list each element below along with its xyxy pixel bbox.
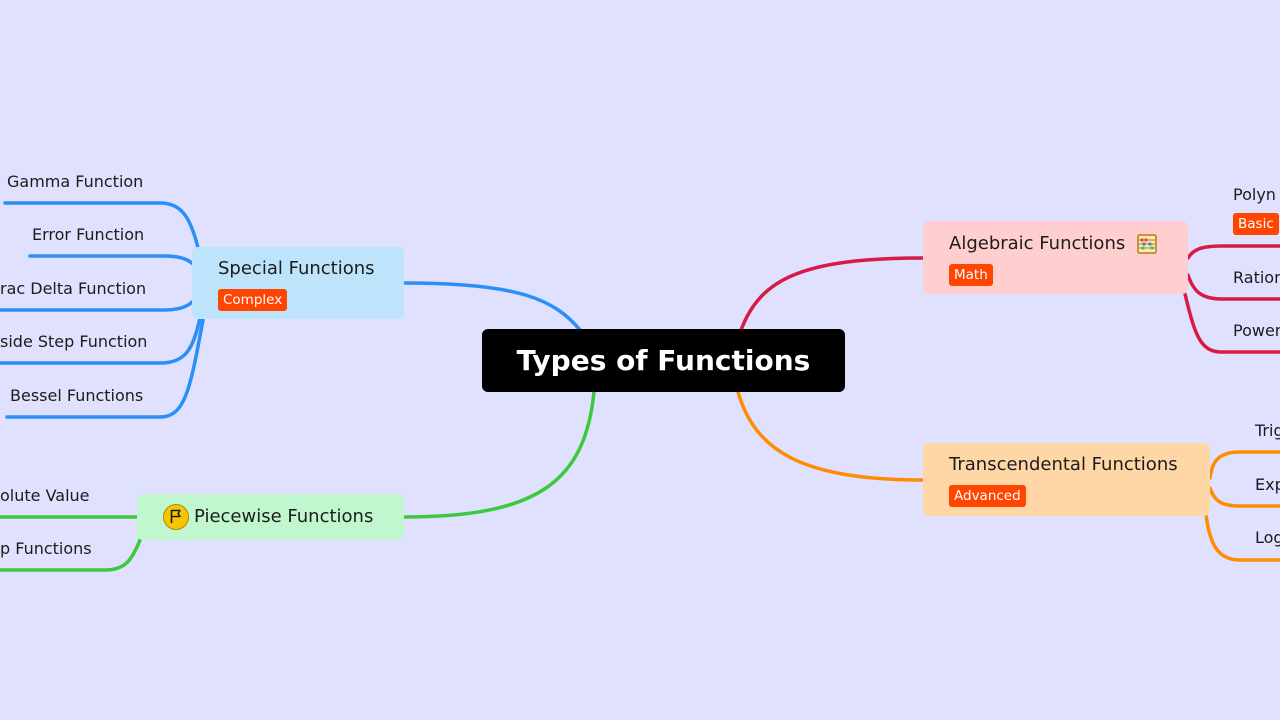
root-label: Types of Functions [516, 344, 811, 377]
link-root-algebraic [739, 256, 925, 332]
node-piecewise-functions[interactable]: Piecewise Functions [137, 494, 404, 540]
link-root-piecewise [403, 390, 596, 519]
tag-advanced: Advanced [949, 485, 1026, 507]
leaf-polynomial[interactable]: Polyn [1233, 185, 1276, 204]
node-transcendental-label: Transcendental Functions [949, 454, 1178, 475]
link-special-error [28, 254, 200, 272]
leaf-power[interactable]: Power [1233, 321, 1280, 340]
node-special-label: Special Functions [218, 258, 375, 279]
leaf-dirac-delta-function[interactable]: rac Delta Function [0, 279, 147, 298]
leaf-bessel-functions[interactable]: Bessel Functions [10, 386, 144, 405]
leaf-step-functions[interactable]: p Functions [0, 539, 92, 558]
leaf-error-function[interactable]: Error Function [32, 225, 145, 244]
link-root-transcendental [736, 390, 925, 482]
tag-complex: Complex [218, 289, 288, 311]
flag-icon [163, 504, 189, 530]
leaf-heaviside-step-function[interactable]: side Step Function [0, 332, 148, 351]
node-algebraic-functions[interactable]: Algebraic Functions Math [923, 221, 1188, 294]
leaf-absolute-value[interactable]: olute Value [0, 486, 90, 505]
leaf-exponential[interactable]: Exp [1255, 475, 1280, 494]
node-algebraic-label: Algebraic Functions [949, 233, 1126, 254]
leaf-gamma-function[interactable]: Gamma Function [7, 172, 144, 191]
leaf-logarithmic[interactable]: Log [1255, 528, 1280, 547]
link-algebraic-polynomial [1186, 244, 1280, 260]
link-root-special [403, 281, 582, 332]
leaf-trigonometric[interactable]: Trig [1255, 421, 1280, 440]
node-transcendental-functions[interactable]: Transcendental Functions Advanced [923, 443, 1210, 516]
leaf-rational[interactable]: Ration [1233, 268, 1280, 287]
root-node[interactable]: Types of Functions [482, 329, 845, 392]
node-special-functions[interactable]: Special Functions Complex [192, 247, 404, 319]
abacus-icon [1137, 234, 1157, 254]
tag-basic: Basic [1233, 213, 1279, 235]
tag-math: Math [949, 264, 993, 286]
node-piecewise-label: Piecewise Functions [194, 506, 374, 527]
